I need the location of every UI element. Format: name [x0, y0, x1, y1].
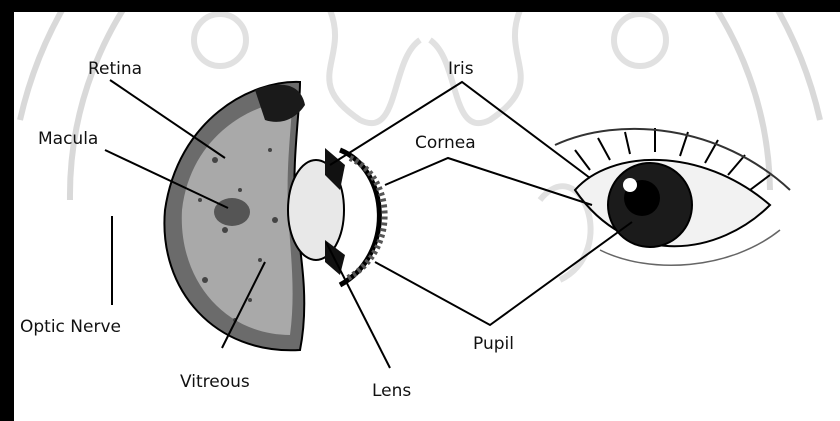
pupil-leader — [375, 222, 632, 325]
cornea-leader — [385, 158, 592, 205]
label-optic-nerve: Optic Nerve — [20, 317, 121, 337]
label-retina: Retina — [88, 59, 142, 79]
label-iris: Iris — [448, 59, 474, 79]
label-macula: Macula — [38, 129, 98, 149]
label-vitreous: Vitreous — [180, 372, 250, 392]
retina-leader — [110, 80, 225, 158]
macula-spot — [214, 198, 250, 226]
label-lens: Lens — [372, 381, 411, 401]
cornea-shape — [340, 150, 379, 285]
eyeball-cross-section — [164, 82, 384, 350]
lens-leader — [326, 242, 390, 368]
label-pupil: Pupil — [473, 334, 514, 354]
iris-leader — [330, 82, 590, 178]
label-cornea: Cornea — [415, 133, 476, 153]
